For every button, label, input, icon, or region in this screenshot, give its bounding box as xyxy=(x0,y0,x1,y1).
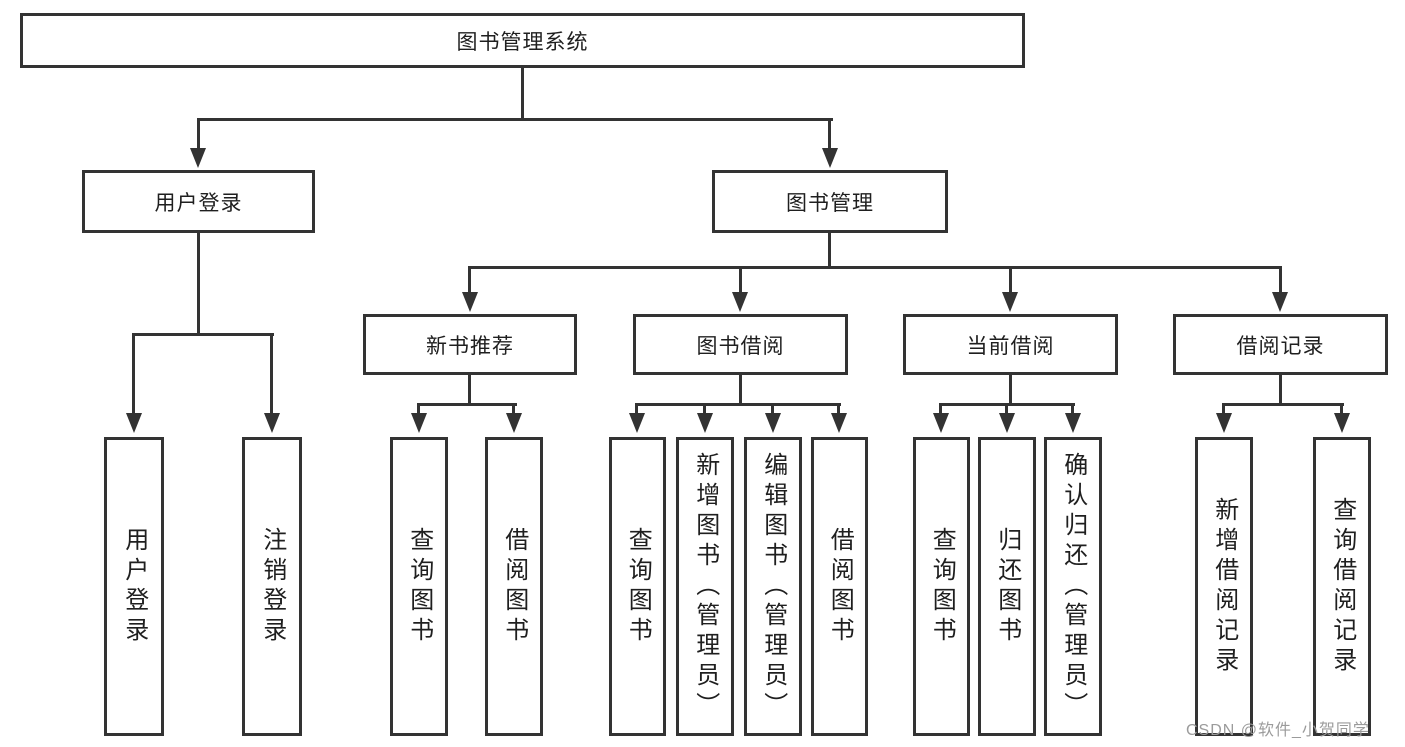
node-label: 图书借阅 xyxy=(696,334,785,358)
connector-line xyxy=(270,335,273,415)
node-label: 图书管理系统 xyxy=(456,30,589,54)
node-label: 用户登录 xyxy=(120,526,148,647)
arrowhead-down-icon xyxy=(1334,413,1350,433)
connector-line xyxy=(512,405,515,416)
connector-line xyxy=(739,375,742,405)
connector-line xyxy=(635,405,638,416)
arrowhead-down-icon xyxy=(126,413,142,433)
connector-line xyxy=(197,233,200,335)
node-label: 用户登录 xyxy=(154,191,243,215)
node-label: 图书管理 xyxy=(786,191,874,215)
connector-line xyxy=(1340,405,1343,416)
connector-line xyxy=(417,403,517,406)
connector-line xyxy=(468,268,471,294)
node-return-books: 归还图书 xyxy=(978,437,1036,736)
connector-line xyxy=(939,405,942,416)
arrowhead-down-icon xyxy=(822,148,838,168)
connector-line xyxy=(468,375,471,405)
connector-line xyxy=(1009,268,1012,294)
node-new-book-recommend: 新书推荐 xyxy=(363,314,577,375)
node-label: 当前借阅 xyxy=(966,334,1055,358)
node-label: 查询图书 xyxy=(405,526,433,647)
node-query-borrow-record: 查询借阅记录 xyxy=(1313,437,1371,736)
connector-line xyxy=(939,403,1075,406)
connector-line xyxy=(468,266,1282,269)
node-borrow-books: 借阅图书 xyxy=(485,437,543,736)
node-user-login-branch: 用户登录 xyxy=(82,170,315,233)
node-label: 确认归还（管理员） xyxy=(1059,451,1087,722)
connector-line xyxy=(1279,375,1282,405)
arrowhead-down-icon xyxy=(629,413,645,433)
arrowhead-down-icon xyxy=(732,292,748,312)
node-label: 查询借阅记录 xyxy=(1328,496,1356,677)
connector-line xyxy=(1005,405,1008,416)
node-borrowing-records: 借阅记录 xyxy=(1173,314,1388,375)
connector-line xyxy=(1009,375,1012,405)
connector-line xyxy=(828,233,831,268)
connector-line xyxy=(417,405,420,416)
arrowhead-down-icon xyxy=(506,413,522,433)
node-current-borrowing: 当前借阅 xyxy=(903,314,1118,375)
arrowhead-down-icon xyxy=(462,292,478,312)
arrowhead-down-icon xyxy=(999,413,1015,433)
arrowhead-down-icon xyxy=(765,413,781,433)
node-label: 新增图书（管理员） xyxy=(691,451,719,722)
connector-line xyxy=(1071,405,1074,416)
node-user-login: 用户登录 xyxy=(104,437,164,736)
node-edit-book-admin: 编辑图书（管理员） xyxy=(744,437,802,736)
arrowhead-down-icon xyxy=(933,413,949,433)
node-query-books: 查询图书 xyxy=(609,437,666,736)
node-library-management-system: 图书管理系统 xyxy=(20,13,1025,68)
node-label: 借阅记录 xyxy=(1236,334,1325,358)
node-label: 归还图书 xyxy=(993,526,1021,647)
connector-line xyxy=(837,405,840,416)
node-label: 新书推荐 xyxy=(426,334,514,358)
arrowhead-down-icon xyxy=(190,148,206,168)
connector-line xyxy=(771,405,774,416)
node-label: 查询图书 xyxy=(624,526,652,647)
node-label: 借阅图书 xyxy=(500,526,528,647)
connector-line xyxy=(635,403,841,406)
arrowhead-down-icon xyxy=(697,413,713,433)
node-logout: 注销登录 xyxy=(242,437,302,736)
node-label: 查询图书 xyxy=(928,526,956,647)
arrowhead-down-icon xyxy=(411,413,427,433)
node-label: 编辑图书（管理员） xyxy=(759,451,787,722)
arrowhead-down-icon xyxy=(1272,292,1288,312)
connector-line xyxy=(828,120,831,150)
node-query-books: 查询图书 xyxy=(390,437,448,736)
connector-line xyxy=(1222,405,1225,416)
connector-line xyxy=(132,335,135,415)
arrowhead-down-icon xyxy=(1002,292,1018,312)
node-label: 注销登录 xyxy=(258,526,286,647)
node-borrow-books: 借阅图书 xyxy=(811,437,868,736)
node-label: 新增借阅记录 xyxy=(1210,496,1238,677)
connector-line xyxy=(132,333,274,336)
connector-line xyxy=(1222,403,1344,406)
arrowhead-down-icon xyxy=(831,413,847,433)
arrowhead-down-icon xyxy=(1216,413,1232,433)
node-add-book-admin: 新增图书（管理员） xyxy=(676,437,734,736)
node-confirm-return-admin: 确认归还（管理员） xyxy=(1044,437,1102,736)
connector-line xyxy=(1279,268,1282,294)
connector-line xyxy=(521,68,524,120)
arrowhead-down-icon xyxy=(264,413,280,433)
node-query-books: 查询图书 xyxy=(913,437,970,736)
arrowhead-down-icon xyxy=(1065,413,1081,433)
connector-line xyxy=(739,268,742,294)
node-add-borrow-record: 新增借阅记录 xyxy=(1195,437,1253,736)
connector-line xyxy=(197,118,833,121)
csdn-watermark: CSDN @软件_小贺同学 xyxy=(1186,722,1370,739)
node-book-management-branch: 图书管理 xyxy=(712,170,948,233)
node-book-borrowing: 图书借阅 xyxy=(633,314,848,375)
connector-line xyxy=(197,120,200,150)
node-label: 借阅图书 xyxy=(826,526,854,647)
connector-line xyxy=(703,405,706,416)
